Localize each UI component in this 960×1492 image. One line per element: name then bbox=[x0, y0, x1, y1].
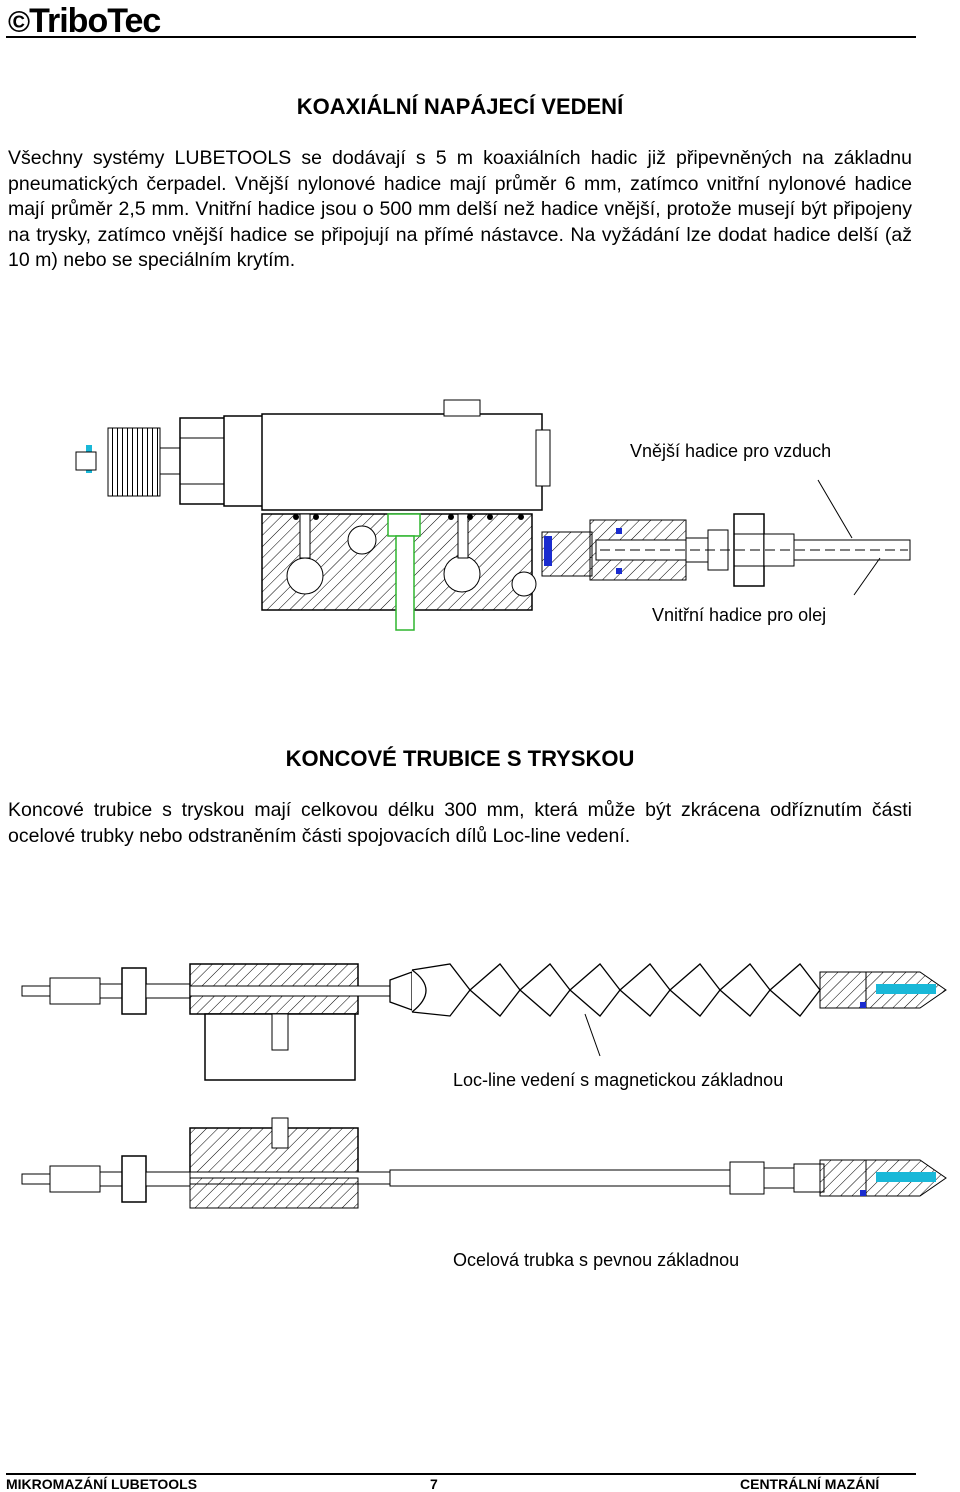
tribotec-logo: ©TriboTec bbox=[8, 2, 161, 41]
logo-text: TriboTec bbox=[29, 2, 161, 40]
label-steel-tube: Ocelová trubka s pevnou základnou bbox=[453, 1250, 740, 1270]
nozzle-tube-diagram bbox=[21, 963, 947, 1209]
paragraph-coaxial: Všechny systémy LUBETOOLS se dodávají s … bbox=[8, 147, 912, 271]
footer-rule bbox=[6, 1473, 916, 1475]
header-rule bbox=[6, 36, 916, 38]
paragraph-nozzle-tubes: Koncové trubice s tryskou mají celkovou … bbox=[8, 799, 912, 847]
page-number: 7 bbox=[430, 1476, 438, 1492]
logo-symbol: © bbox=[8, 6, 30, 39]
label-locline: Loc-line vedení s magnetickou základnou bbox=[453, 1070, 784, 1090]
section-title-coaxial: KOAXIÁLNÍ NAPÁJECÍ VEDENÍ bbox=[296, 94, 624, 119]
section-title-nozzle-tubes: KONCOVÉ TRUBICE S TRYSKOU bbox=[285, 746, 635, 771]
coaxial-pump-diagram bbox=[75, 399, 911, 631]
footer-right: CENTRÁLNÍ MAZÁNÍ bbox=[740, 1476, 880, 1492]
label-outer-hose: Vnější hadice pro vzduch bbox=[630, 441, 832, 461]
label-inner-hose: Vnitřní hadice pro olej bbox=[652, 605, 827, 625]
footer-left: MIKROMAZÁNÍ LUBETOOLS bbox=[6, 1476, 198, 1492]
